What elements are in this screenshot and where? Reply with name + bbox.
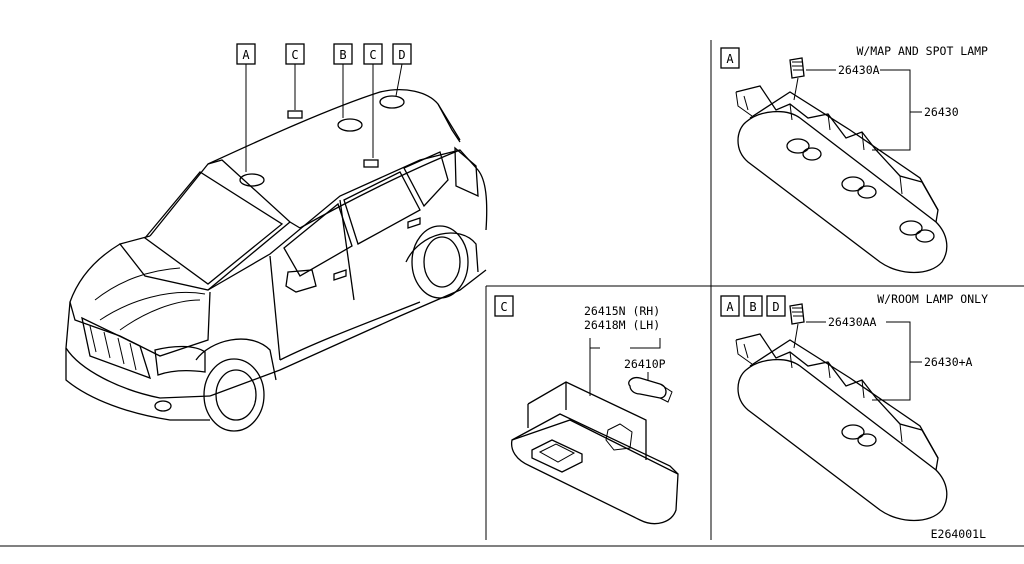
part-number-bulb: 26410P <box>624 357 666 371</box>
tag-letter: C <box>369 48 376 62</box>
tag-box-c: C <box>285 43 305 65</box>
panel-abd-tag: D <box>772 300 779 314</box>
tag-letter: B <box>339 48 346 62</box>
tag-letter: A <box>242 48 250 62</box>
part-number-lamp-lh: 26418M (LH) <box>584 318 660 332</box>
cargo-lamp-drawing <box>510 376 679 525</box>
tag-box-d: D <box>392 43 412 65</box>
panel-abd-caption: W/ROOM LAMP ONLY <box>877 292 988 306</box>
tag-box-c: C <box>363 43 383 65</box>
tag-box-a: A <box>236 43 256 65</box>
panel-abd-tag: A <box>726 300 734 314</box>
vehicle-illustration <box>65 63 488 432</box>
part-number-lamp-rh: 26415N (RH) <box>584 304 660 318</box>
panel-c-tag-box <box>494 295 514 317</box>
panel-abd-tag: B <box>749 300 756 314</box>
room-lamp-drawing <box>735 303 948 522</box>
panel-c: C 26415N (RH) 26418M (LH) 26410P <box>494 295 679 525</box>
panel-c-tag: C <box>500 300 507 314</box>
part-number-assembly: 26430+A <box>924 355 973 369</box>
map-spot-lamp-drawing <box>735 57 948 274</box>
panel-abd-tag-box-b <box>743 295 763 317</box>
part-number-assembly: 26430 <box>924 105 959 119</box>
tag-letter: D <box>398 48 405 62</box>
panel-dividers <box>0 40 1024 547</box>
panel-a-tag: A <box>726 52 734 66</box>
panel-abd-tag-box-a <box>720 295 740 317</box>
panel-abd-tag-box-d <box>766 295 786 317</box>
panel-a-caption: W/MAP AND SPOT LAMP <box>856 44 988 58</box>
part-number-bulb: 26430AA <box>828 315 877 329</box>
panel-abd: A B D W/ROOM LAMP ONLY 2 <box>720 292 988 522</box>
tag-letter: C <box>291 48 298 62</box>
diagram-code: E264001L <box>931 527 986 541</box>
panel-a: A W/MAP AND SPOT LAMP <box>720 44 988 274</box>
panel-a-tag-box <box>720 47 740 69</box>
part-number-bulb: 26430A <box>838 63 880 77</box>
vehicle-location-tags: A C B C D <box>236 43 412 65</box>
tag-box-b: B <box>333 43 353 65</box>
